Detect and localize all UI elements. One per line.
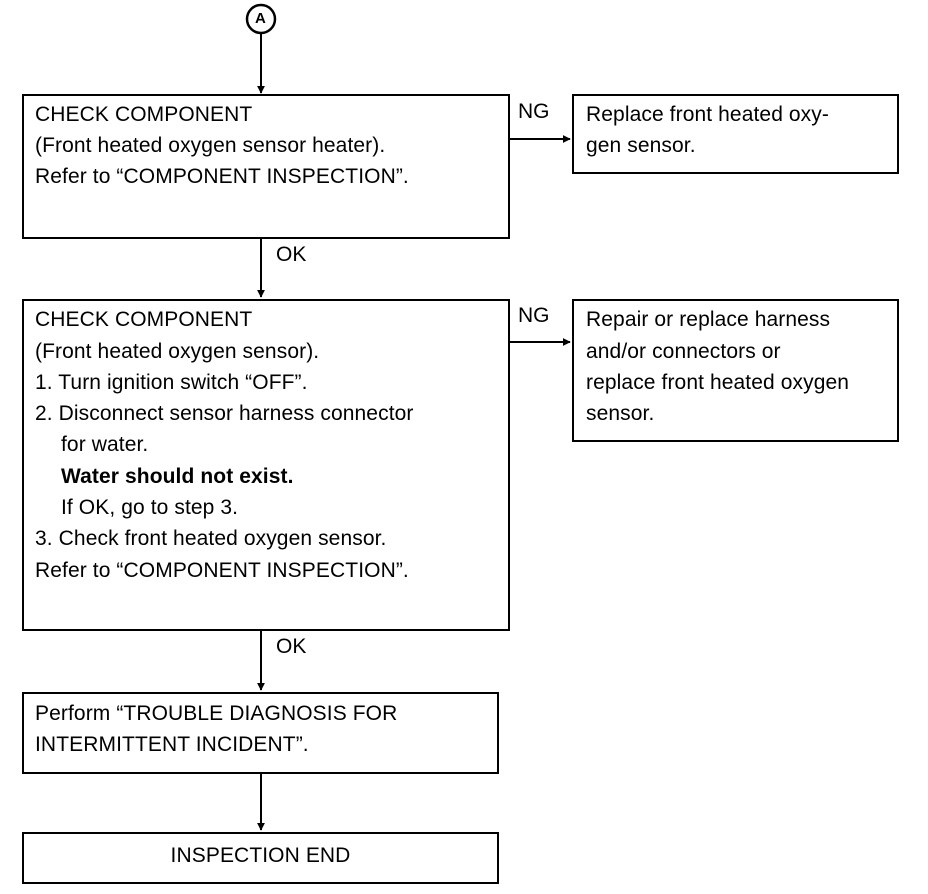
inspection-end-label: INSPECTION END [170, 844, 351, 867]
step1-ok-label: OK [276, 243, 307, 266]
step2-ng-action-line-3: replace front heated oxygen [586, 371, 850, 394]
step2-ng-action-line-4: sensor. [586, 402, 655, 425]
step3-action-box [22, 692, 499, 774]
step2-line-3: 1. Turn ignition switch “OFF”. [35, 371, 308, 394]
step1-line-1: CHECK COMPONENT [35, 103, 253, 126]
step2-ng-label: NG [518, 304, 550, 327]
step2-ng-action-box [572, 299, 899, 442]
step2-line-6: Water should not exist. [61, 465, 294, 488]
step2-line-4: 2. Disconnect sensor harness connector [35, 402, 414, 425]
step2-line-8: 3. Check front heated oxygen sensor. [35, 527, 387, 550]
step2-line-5: for water. [61, 433, 149, 456]
step1-ng-action-box [572, 94, 899, 174]
step2-line-1: CHECK COMPONENT [35, 308, 253, 331]
step2-line-2: (Front heated oxygen sensor). [35, 340, 320, 363]
step2-ok-label: OK [276, 635, 307, 658]
inspection-end-box [22, 832, 499, 884]
step2-ng-action-line-1: Repair or replace harness [586, 308, 831, 331]
step1-ng-label: NG [518, 100, 550, 123]
step1-ng-action-line-2: gen sensor. [586, 134, 696, 157]
step1-ng-action-line-1: Replace front heated oxy- [586, 103, 829, 126]
step2-check-box [22, 299, 510, 631]
step2-ng-action-line-2: and/or connectors or [586, 340, 781, 363]
step3-line-2: INTERMITTENT INCIDENT”. [35, 733, 309, 756]
step1-line-3: Refer to “COMPONENT INSPECTION”. [35, 165, 409, 188]
step2-line-9: Refer to “COMPONENT INSPECTION”. [35, 559, 409, 582]
step1-check-box [22, 94, 510, 239]
step1-line-2: (Front heated oxygen sensor heater). [35, 134, 386, 157]
step2-line-7: If OK, go to step 3. [61, 496, 239, 519]
step3-line-1: Perform “TROUBLE DIAGNOSIS FOR [35, 702, 398, 725]
start-connector-label: A [255, 10, 266, 27]
